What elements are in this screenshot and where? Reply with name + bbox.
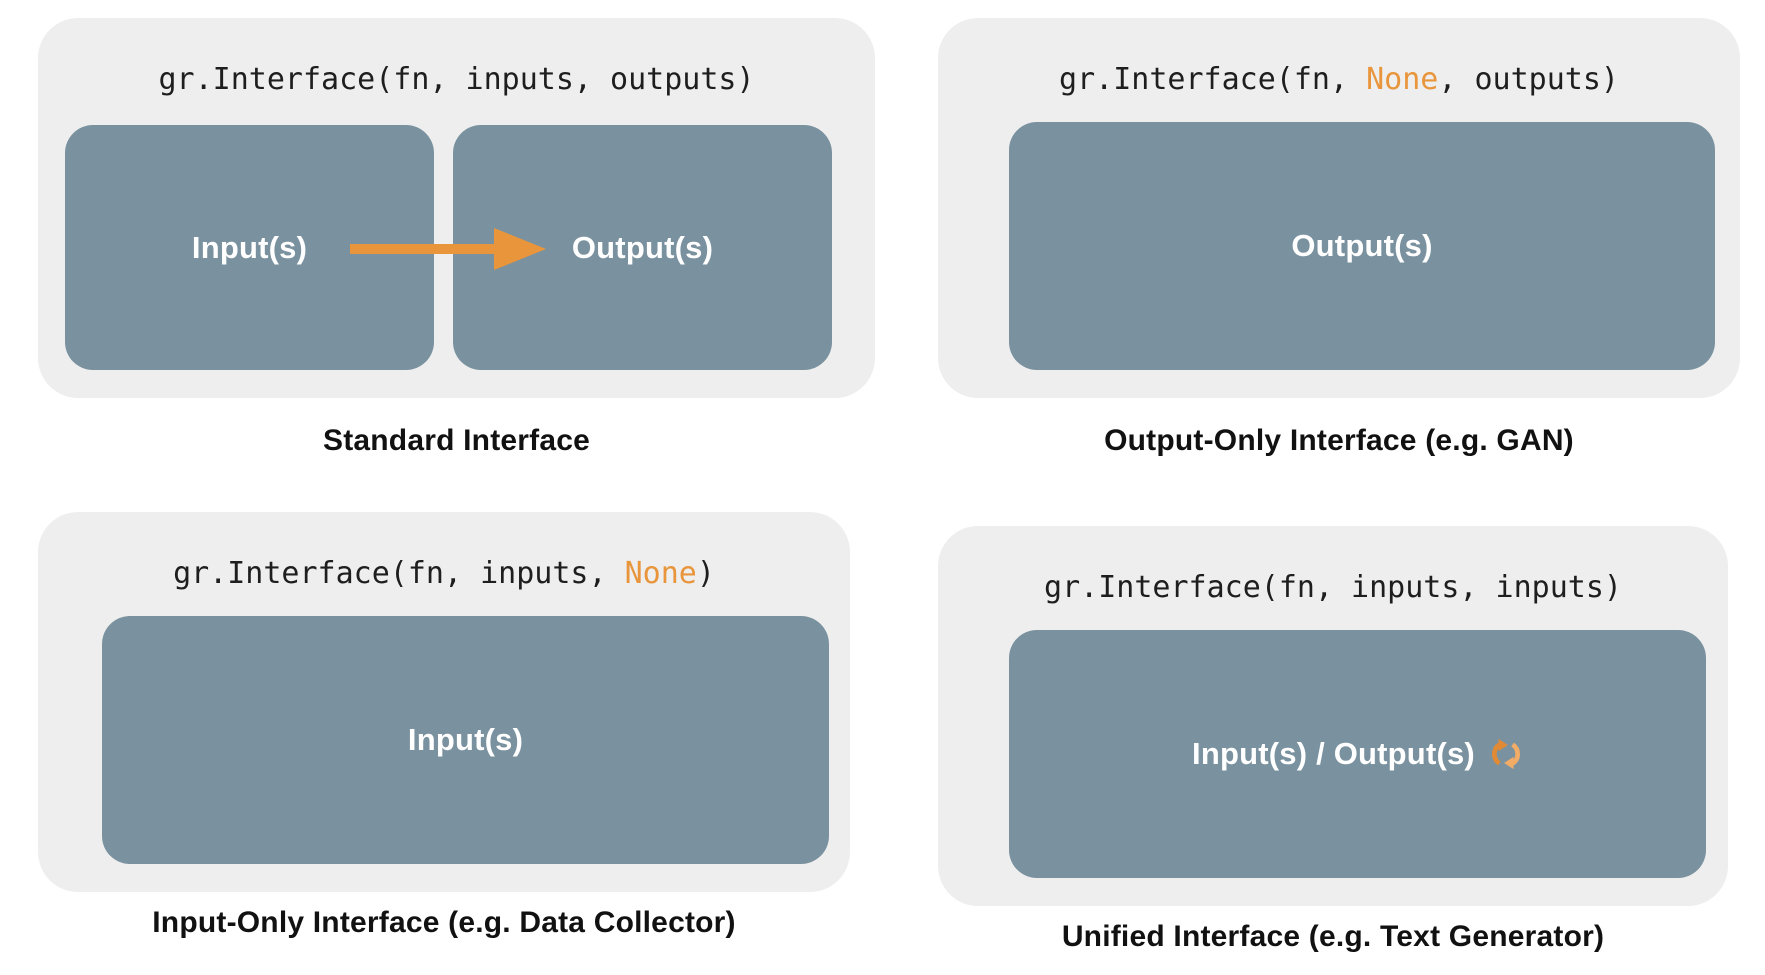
code-text-none-accent: None — [1366, 62, 1439, 97]
code-text: gr.Interface(fn, inputs, — [173, 556, 625, 591]
output-box: Output(s) — [1009, 122, 1715, 370]
input-box-label: Input(s) — [191, 229, 308, 265]
output-box-label: Output(s) — [571, 229, 714, 265]
code-text-none-accent: None — [624, 556, 697, 591]
panel-standard-interface: gr.Interface(fn, inputs, outputs) Input(… — [38, 18, 875, 398]
code-text: gr.Interface(fn, — [1059, 62, 1367, 97]
output-box-label: Output(s) — [1291, 228, 1433, 263]
panel-output-only-interface: gr.Interface(fn, None, outputs) Output(s… — [938, 18, 1740, 398]
code-text: gr.Interface(fn, inputs, outputs) — [158, 62, 755, 97]
code-line-standard: gr.Interface(fn, inputs, outputs) — [38, 62, 875, 98]
input-box: Input(s) — [102, 616, 829, 864]
unified-box: Input(s) / Output(s) — [1009, 630, 1706, 878]
panel-unified-interface: gr.Interface(fn, inputs, inputs) Input(s… — [938, 526, 1728, 906]
input-box-label: Input(s) — [407, 722, 524, 757]
caption-output-only-interface: Output-Only Interface (e.g. GAN) — [1104, 424, 1574, 457]
code-line-output-only: gr.Interface(fn, None, outputs) — [938, 62, 1740, 98]
code-line-unified: gr.Interface(fn, inputs, inputs) — [938, 570, 1728, 606]
unified-box-label: Input(s) / Output(s) — [1192, 736, 1475, 771]
code-text: gr.Interface(fn, inputs, inputs) — [1044, 570, 1622, 605]
caption-input-only-interface: Input-Only Interface (e.g. Data Collecto… — [152, 906, 736, 939]
code-text: ) — [696, 556, 715, 591]
code-text: , outputs) — [1438, 62, 1619, 97]
caption-unified-interface: Unified Interface (e.g. Text Generator) — [1061, 920, 1605, 953]
arrow-right-icon — [350, 228, 546, 270]
sync-icon — [1491, 738, 1520, 770]
code-line-input-only: gr.Interface(fn, inputs, None) — [38, 556, 850, 592]
caption-standard-interface: Standard Interface — [322, 424, 590, 457]
panel-input-only-interface: gr.Interface(fn, inputs, None) Input(s) — [38, 512, 850, 892]
